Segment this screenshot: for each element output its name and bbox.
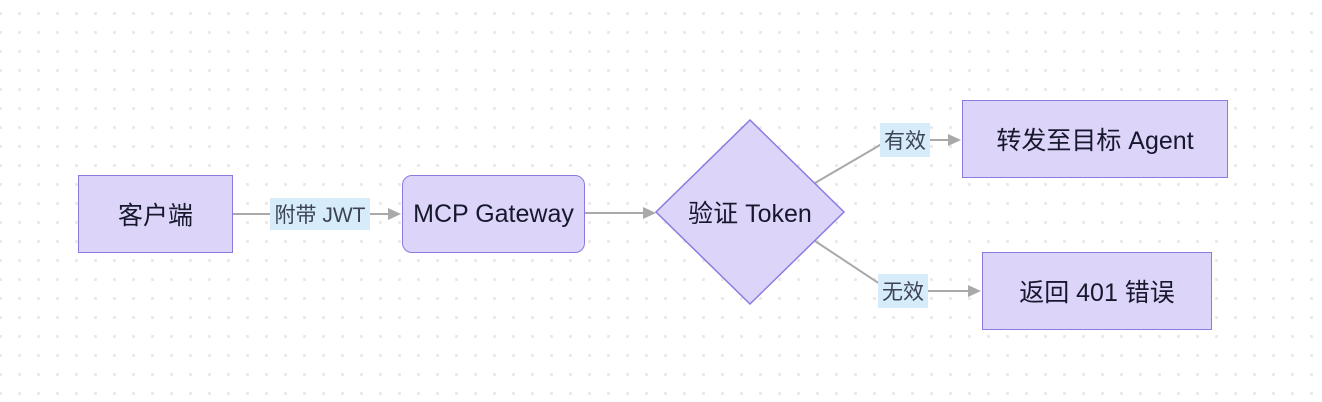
node-return-401-label: 返回 401 错误 (1019, 279, 1175, 307)
node-mcp-gateway-label: MCP Gateway (413, 199, 574, 228)
edge-label-invalid-text: 无效 (882, 281, 924, 304)
edge-label-jwt[interactable]: 附带 JWT (270, 198, 370, 230)
edge-label-invalid[interactable]: 无效 (878, 274, 928, 308)
node-return-401[interactable]: 返回 401 错误 (982, 252, 1212, 330)
node-verify-token-shape[interactable] (654, 118, 846, 306)
edge-label-valid[interactable]: 有效 (880, 123, 930, 157)
node-forward-agent[interactable]: 转发至目标 Agent (962, 100, 1228, 178)
node-mcp-gateway[interactable]: MCP Gateway (402, 175, 585, 253)
node-forward-agent-label: 转发至目标 Agent (996, 127, 1194, 155)
arrowhead-reject-icon (968, 285, 981, 297)
arrowhead-forward-icon (948, 134, 961, 146)
arrowhead-gateway-icon (388, 208, 401, 220)
arrowhead-verify-icon (643, 207, 656, 219)
node-verify-token-text: 验证 Token (688, 200, 812, 228)
node-client-label: 客户端 (117, 202, 193, 230)
edge-label-jwt-text: 附带 JWT (274, 204, 366, 227)
node-verify-token-label: 验证 Token (656, 120, 844, 304)
node-client[interactable]: 客户端 (78, 175, 233, 253)
edge-label-valid-text: 有效 (884, 130, 926, 153)
